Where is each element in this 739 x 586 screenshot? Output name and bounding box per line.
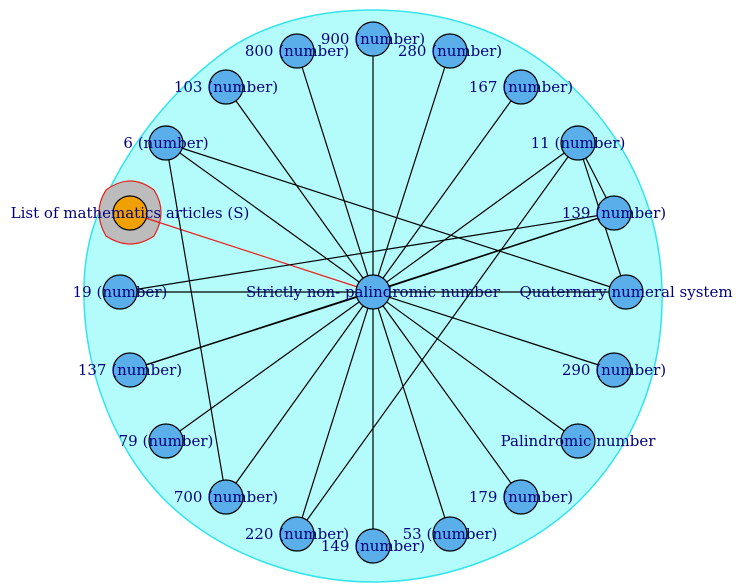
graph-node-8[interactable] (102, 274, 138, 310)
node-label-special: List of mathematics articles (S) (11, 204, 250, 222)
labels: 900 (number)800 (number) 280 (number) 103 … (11, 30, 733, 555)
graph-node-3[interactable] (208, 69, 244, 105)
graph-node-special[interactable] (112, 195, 148, 231)
graph-node-5[interactable] (148, 125, 184, 161)
edge-center-12 (165, 291, 374, 442)
node-label-17: 149 (number) (321, 537, 425, 555)
graph-node-7[interactable] (596, 195, 632, 231)
graph-node-11[interactable] (596, 352, 632, 388)
edge-center-11 (372, 291, 615, 371)
graph-node-10[interactable] (112, 352, 148, 388)
node-label-14: 700 (number) (174, 488, 278, 506)
node-label-0: 900 (number) (321, 30, 425, 48)
graph-node-4[interactable] (503, 69, 539, 105)
graph-node-16[interactable] (279, 516, 315, 552)
node-label-11: 290 (number) (562, 361, 666, 379)
node-label-2: 280 (number) (398, 42, 502, 60)
edge-7-8 (119, 212, 615, 293)
node-label-7: 139 (number) (562, 204, 666, 222)
node-label-6: 11 (number) (531, 134, 626, 152)
edge-center-special (129, 212, 374, 293)
node-label-13: Palindromic number (501, 432, 657, 450)
edge-6-16 (296, 142, 579, 535)
edge-center-16 (296, 291, 374, 535)
node-label-1: 800 (number) (245, 42, 349, 60)
edge-center-2 (372, 50, 451, 293)
edge-center-3 (225, 86, 374, 293)
edge-center-13 (372, 291, 579, 442)
node-label-16: 220 (number) (245, 525, 349, 543)
edge-center-1 (296, 50, 374, 293)
graph-node-9[interactable] (608, 274, 644, 310)
node-label-12: 79 (number) (119, 432, 214, 450)
edge-center-18 (372, 291, 451, 535)
graph-node-15[interactable] (503, 479, 539, 515)
edges (119, 39, 627, 546)
graph-node-0[interactable] (355, 21, 391, 57)
graph-node-14[interactable] (208, 479, 244, 515)
edge-5-14 (165, 142, 227, 498)
node-label-18: 53 (number) (403, 525, 498, 543)
edge-center-6 (372, 142, 579, 293)
graph-node-1[interactable] (279, 33, 315, 69)
edge-center-4 (372, 86, 522, 293)
node-label-4: 167 (number) (469, 78, 573, 96)
graph-node-13[interactable] (560, 423, 596, 459)
graph-node-17[interactable] (355, 528, 391, 564)
edge-center-14 (225, 291, 374, 498)
node-label-center: Strictly non- palindromic number (246, 283, 501, 301)
graph-node-center[interactable] (355, 274, 391, 310)
node-label-8: 19 (number) (73, 283, 168, 301)
graph-node-2[interactable] (432, 33, 468, 69)
node-label-3: 103 (number) (174, 78, 278, 96)
edge-center-15 (372, 291, 522, 498)
node-label-15: 179 (number) (469, 488, 573, 506)
graph-node-18[interactable] (432, 516, 468, 552)
nodes (102, 21, 644, 564)
graph-node-12[interactable] (148, 423, 184, 459)
graph-node-6[interactable] (560, 125, 596, 161)
edge-center-5 (165, 142, 374, 293)
edge-5-9 (165, 142, 627, 293)
node-label-9: Quaternary numeral system (519, 283, 732, 301)
node-label-5: 6 (number) (123, 134, 208, 152)
node-label-10: 137 (number) (78, 361, 182, 379)
